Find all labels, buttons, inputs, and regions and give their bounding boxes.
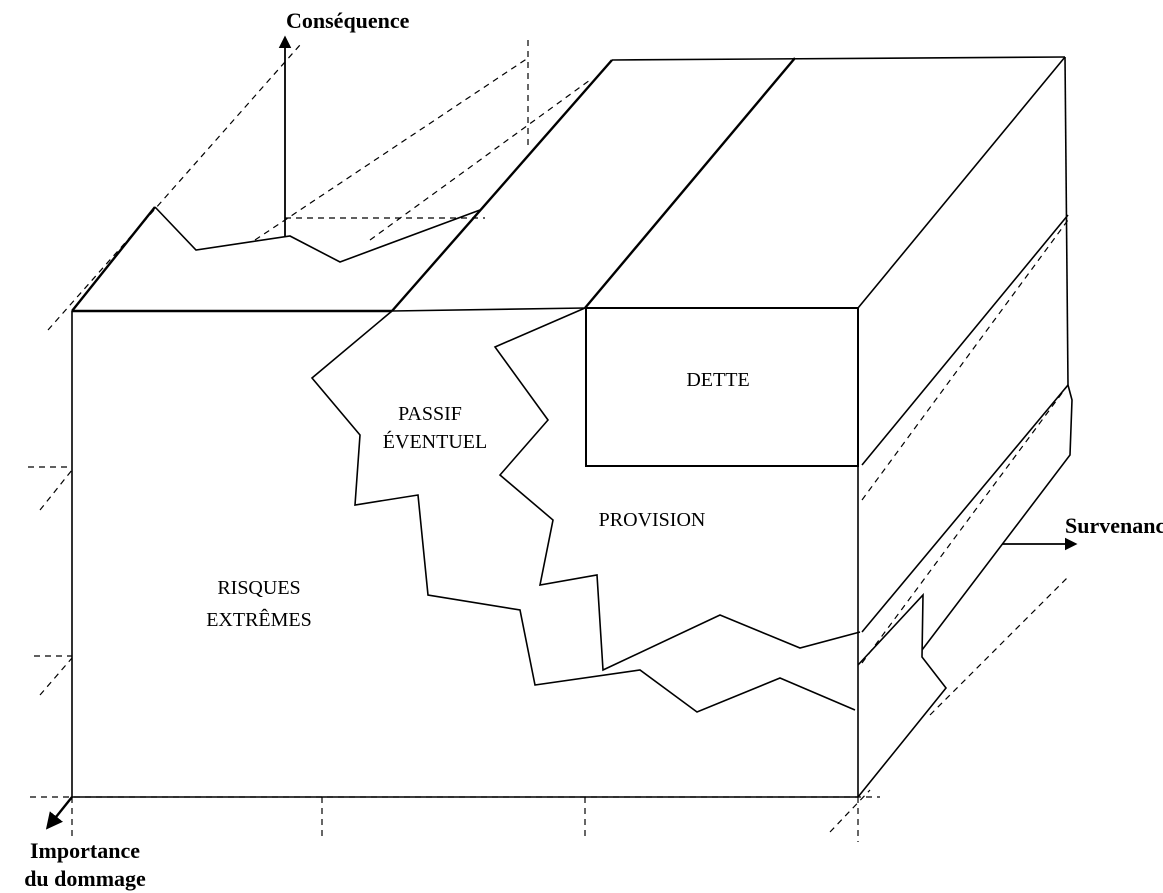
label-eventuel: ÉVENTUEL bbox=[383, 430, 487, 453]
label-passif: PASSIF bbox=[398, 403, 462, 425]
axis-label-importance-line2: du dommage bbox=[24, 866, 146, 891]
label-dette: DETTE bbox=[686, 369, 749, 391]
label-provision: PROVISION bbox=[599, 509, 706, 531]
dette-box bbox=[585, 307, 859, 467]
label-extremes: EXTRÊMES bbox=[206, 608, 312, 631]
dashed-guides bbox=[28, 40, 1071, 842]
axis-label-importance-line1: Importance bbox=[30, 838, 140, 863]
axis-label-survenance: Survenance bbox=[1065, 513, 1163, 538]
axis-consequence: Conséquence bbox=[278, 8, 410, 236]
passif-eventuel-boundary bbox=[310, 310, 856, 713]
axis-survenance: Survenance bbox=[1002, 513, 1163, 551]
axis-importance: Importance du dommage bbox=[24, 796, 146, 891]
region-labels: RISQUES EXTRÊMES PASSIF ÉVENTUEL PROVISI… bbox=[206, 369, 749, 631]
label-risques: RISQUES bbox=[217, 577, 300, 599]
axis-label-consequence: Conséquence bbox=[286, 8, 410, 33]
cube-outline bbox=[71, 56, 1073, 798]
provision-boundary bbox=[493, 307, 861, 672]
